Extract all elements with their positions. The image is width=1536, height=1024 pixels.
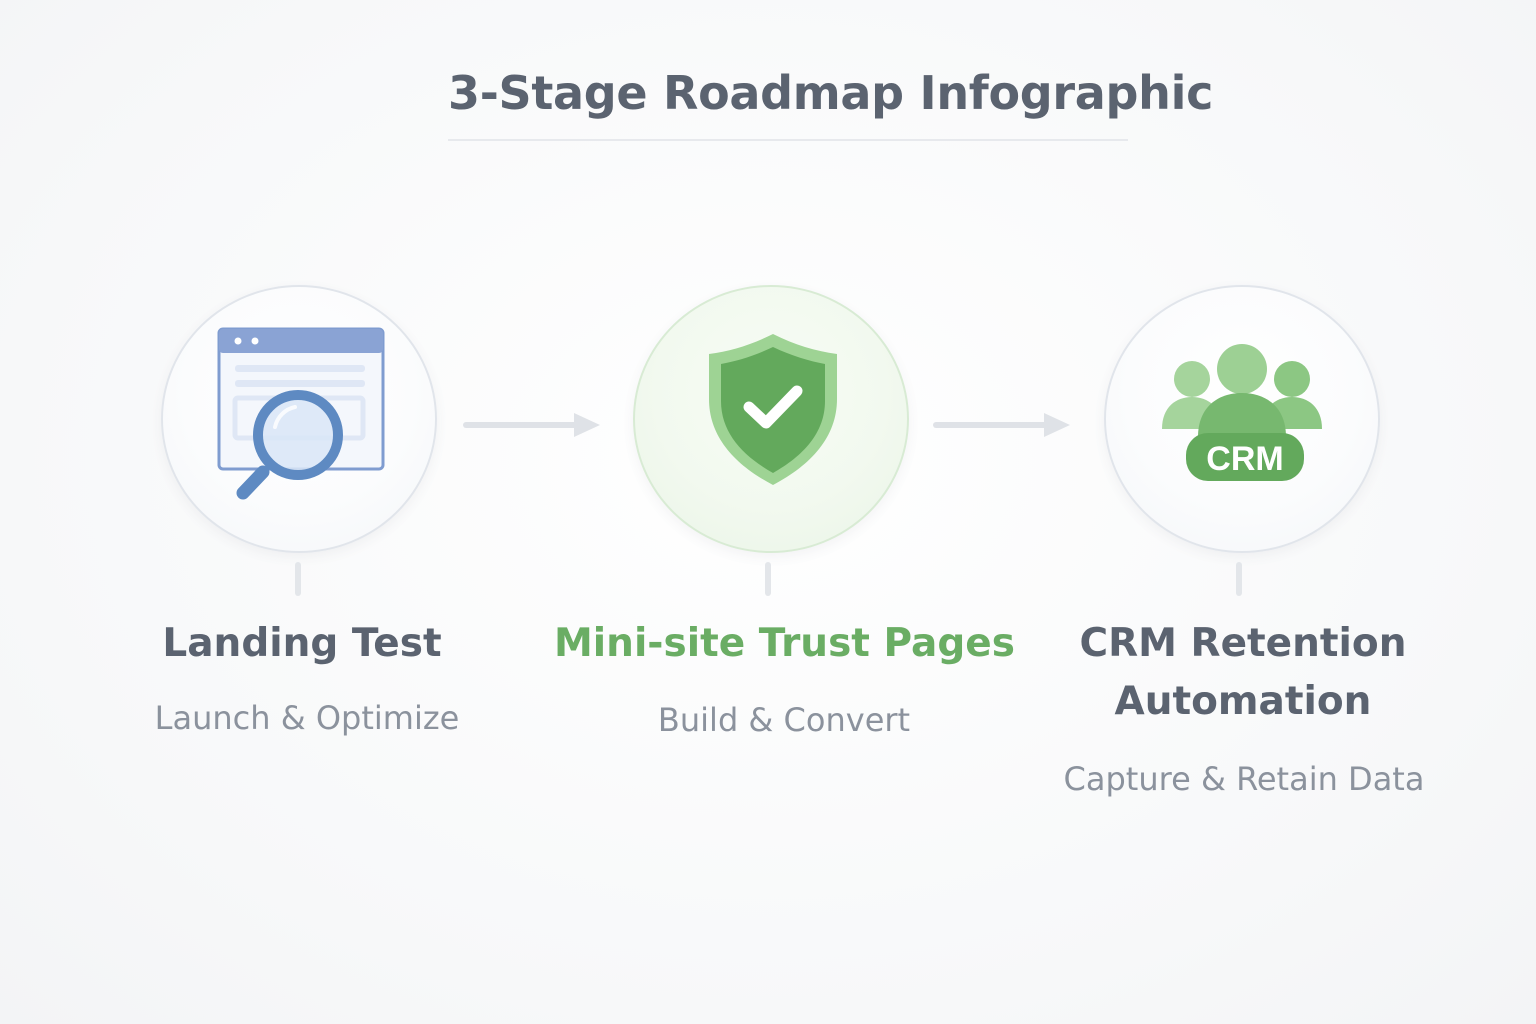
crm-badge-label: CRM (1206, 440, 1283, 478)
stage-2-title: Mini-site Trust Pages (554, 621, 1015, 666)
shield-check-icon (709, 334, 837, 485)
stage-1-circle (161, 285, 437, 553)
stage-3-circle: CRM (1104, 285, 1380, 553)
connector-arrow-2 (933, 413, 1070, 437)
stage-1-title: Landing Test (162, 621, 442, 666)
stage-3-title: CRM Retention Automation (1079, 621, 1407, 724)
stage-3-stem (1236, 562, 1242, 596)
stage-1-stem (295, 562, 301, 596)
stage-1-subtitle: Launch & Optimize (154, 699, 460, 737)
page-title: 3-Stage Roadmap Infographic (448, 66, 1214, 120)
stage-2-stem (765, 562, 771, 596)
stage-2-subtitle: Build & Convert (657, 701, 911, 739)
title-divider (448, 139, 1128, 141)
stage-3-subtitle: Capture & Retain Data (1063, 760, 1425, 798)
crm-users-icon: CRM (1162, 344, 1322, 481)
connector-arrow-1 (463, 413, 600, 437)
stage-2-circle (633, 285, 909, 553)
browser-magnifier-icon (217, 327, 385, 500)
